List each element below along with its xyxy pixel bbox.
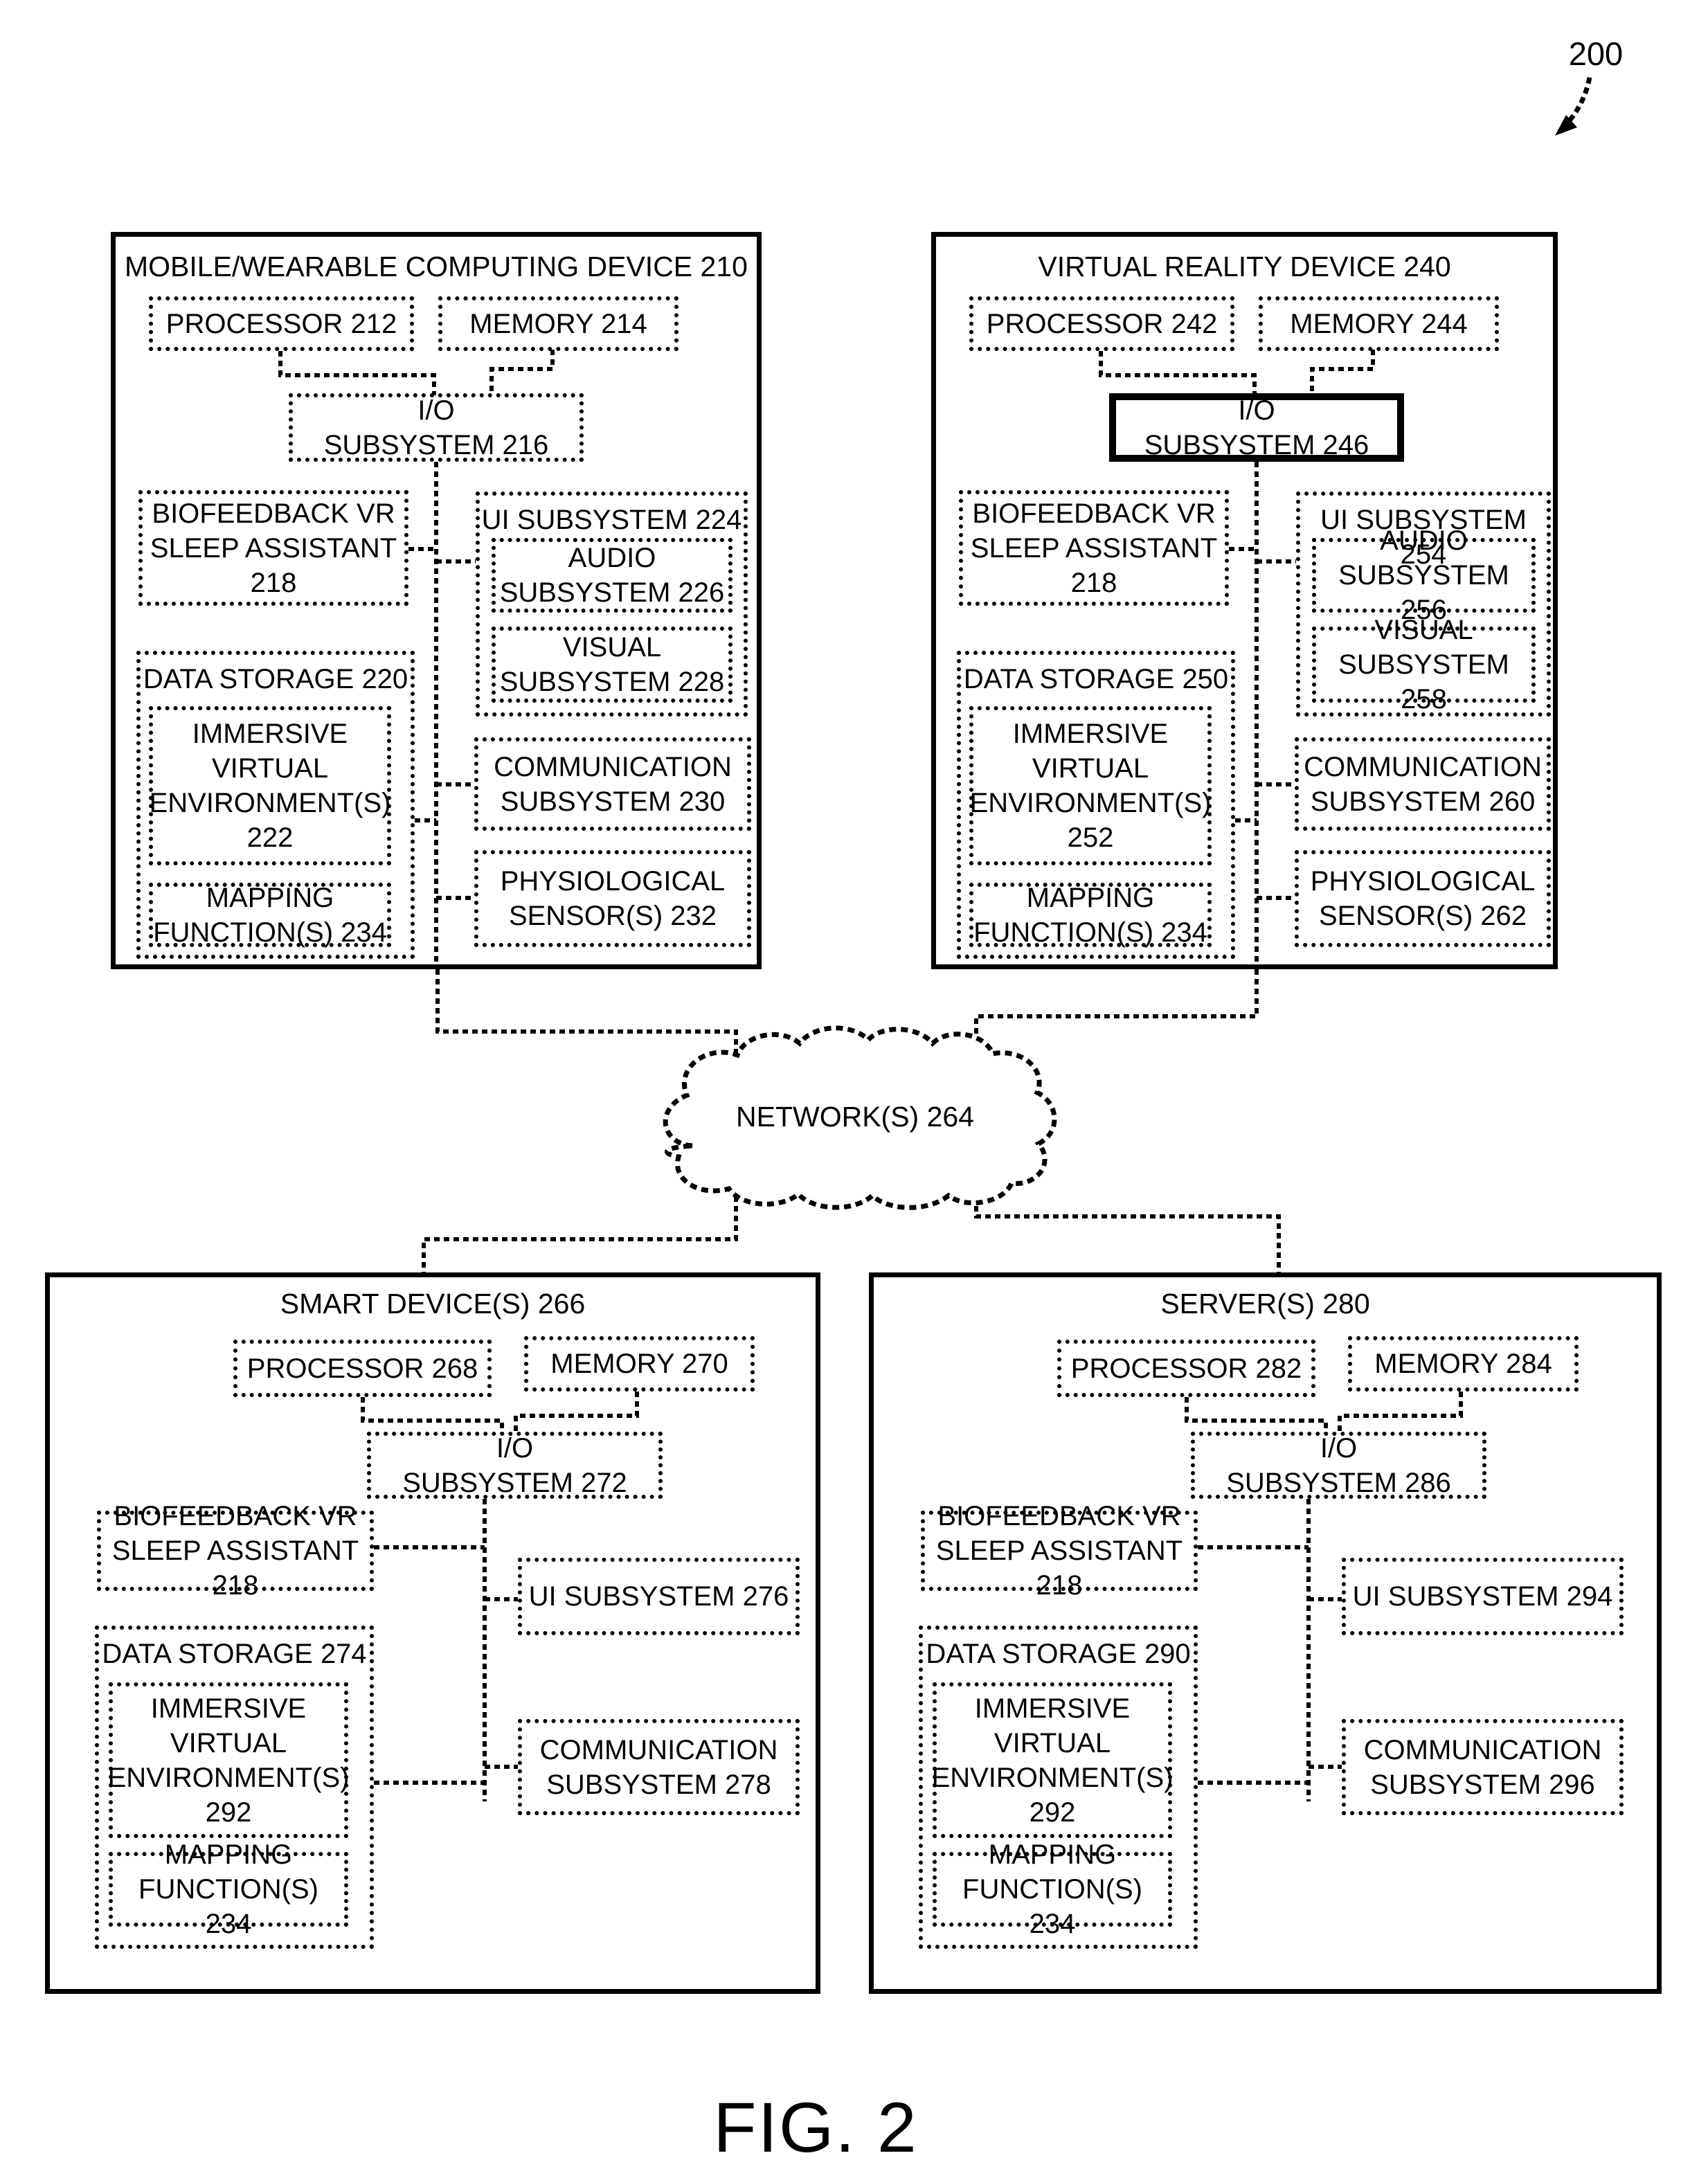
box-mapping-234-server: MAPPING FUNCTION(S) 234 [933,1839,1172,1939]
network-label: NETWORK(S) 264 [736,1101,974,1133]
box-io-subsystem-272: I/O SUBSYSTEM 272 [367,1432,663,1499]
box-memory-284: MEMORY 284 [1348,1336,1579,1392]
box-io-subsystem-286: I/O SUBSYSTEM 286 [1191,1432,1486,1499]
label-data-storage-274: DATA STORAGE 274 [102,1639,367,1669]
device-box-vr [931,232,1558,969]
box-communication-278: COMMUNICATION SUBSYSTEM 278 [518,1719,800,1815]
box-physiological-262: PHYSIOLOGICAL SENSOR(S) 262 [1295,850,1551,947]
box-data-storage-220: DATA STORAGE 220 [136,651,415,959]
box-communication-296: COMMUNICATION SUBSYSTEM 296 [1342,1719,1624,1815]
label-data-storage-220: DATA STORAGE 220 [143,664,408,694]
box-visual-subsystem-228: VISUAL SUBSYSTEM 228 [492,627,732,703]
box-biofeedback-218-server: BIOFEEDBACK VR SLEEP ASSISTANT 218 [921,1501,1198,1601]
box-ui-subsystem-276: UI SUBSYSTEM 276 [518,1558,800,1635]
box-processor-268: PROCESSOR 268 [233,1340,492,1397]
box-audio-subsystem-226: AUDIO SUBSYSTEM 226 [492,538,732,613]
box-memory-270: MEMORY 270 [524,1336,755,1392]
device-title-server: SERVER(S) 280 [1160,1288,1370,1320]
box-io-subsystem-246: I/O SUBSYSTEM 246 [1109,393,1404,462]
device-box-mobile [111,232,762,969]
box-memory-244: MEMORY 244 [1259,296,1499,351]
box-data-storage-274: DATA STORAGE 274 [95,1626,374,1949]
box-mapping-234-smart: MAPPING FUNCTION(S) 234 [109,1839,348,1939]
box-memory-214: MEMORY 214 [438,296,678,351]
label-ui-subsystem-254: UI SUBSYSTEM 254 [1320,505,1527,570]
box-data-storage-250: DATA STORAGE 250 [957,651,1235,959]
box-processor-212: PROCESSOR 212 [149,296,414,351]
figure-ref-arrow [1555,77,1592,136]
box-mapping-234-mobile: MAPPING FUNCTION(S) 234 [149,883,391,948]
box-immersive-292-smart: IMMERSIVE VIRTUAL ENVIRONMENT(S) 292 [108,1682,349,1838]
label-data-storage-290: DATA STORAGE 290 [926,1639,1191,1669]
box-immersive-292-server: IMMERSIVE VIRTUAL ENVIRONMENT(S) 292 [932,1682,1173,1838]
network-cloud [663,1025,1057,1210]
device-box-smart [45,1272,820,1994]
box-biofeedback-218-mobile: BIOFEEDBACK VR SLEEP ASSISTANT 218 [138,490,408,606]
box-immersive-252: IMMERSIVE VIRTUAL ENVIRONMENT(S) 252 [969,706,1212,865]
box-mapping-234-vr: MAPPING FUNCTION(S) 234 [969,883,1212,948]
label-data-storage-250: DATA STORAGE 250 [963,664,1229,694]
device-title-vr: VIRTUAL REALITY DEVICE 240 [1038,251,1451,282]
box-ui-subsystem-294: UI SUBSYSTEM 294 [1342,1558,1624,1635]
box-biofeedback-218-smart: BIOFEEDBACK VR SLEEP ASSISTANT 218 [97,1501,374,1601]
device-box-server [869,1272,1662,1994]
box-processor-242: PROCESSOR 242 [969,296,1234,351]
box-ui-subsystem-224: UI SUBSYSTEM 224 [476,492,748,717]
label-ui-subsystem-224: UI SUBSYSTEM 224 [481,505,742,535]
box-visual-subsystem-258: VISUAL SUBSYSTEM 258 [1312,615,1536,714]
device-title-smart: SMART DEVICE(S) 266 [280,1288,586,1320]
box-communication-260: COMMUNICATION SUBSYSTEM 260 [1295,737,1551,831]
figure-ref-number: 200 [1568,35,1624,72]
box-data-storage-290: DATA STORAGE 290 [919,1626,1198,1949]
device-title-mobile: MOBILE/WEARABLE COMPUTING DEVICE 210 [125,251,748,282]
box-immersive-222: IMMERSIVE VIRTUAL ENVIRONMENT(S) 222 [149,706,391,865]
box-physiological-232: PHYSIOLOGICAL SENSOR(S) 232 [474,850,751,947]
box-biofeedback-218-vr: BIOFEEDBACK VR SLEEP ASSISTANT 218 [959,490,1229,606]
figure-caption: FIG. 2 [713,2088,918,2167]
box-communication-230: COMMUNICATION SUBSYSTEM 230 [474,737,751,831]
box-io-subsystem-216: I/O SUBSYSTEM 216 [289,393,584,462]
box-ui-subsystem-254: UI SUBSYSTEM 254 [1296,492,1551,717]
box-audio-subsystem-256: AUDIO SUBSYSTEM 256 [1312,525,1536,625]
box-processor-282: PROCESSOR 282 [1057,1340,1315,1397]
